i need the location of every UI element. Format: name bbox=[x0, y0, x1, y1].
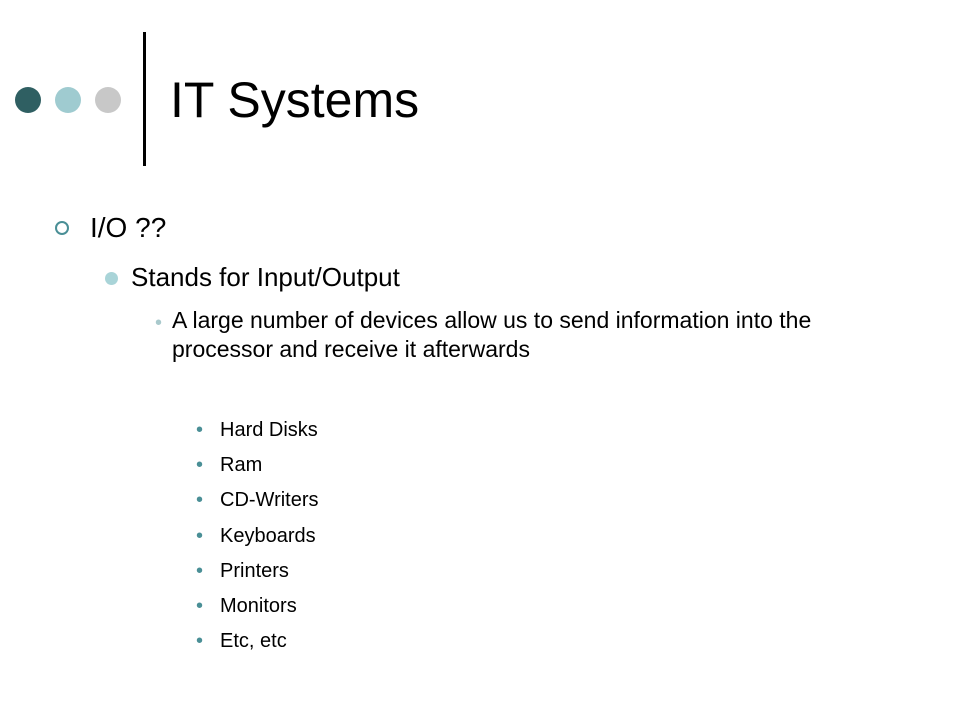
bullet-dot-icon: • bbox=[196, 559, 204, 582]
small-dot-bullet-icon: • bbox=[155, 312, 163, 334]
list-item-label: Etc, etc bbox=[220, 630, 287, 653]
bullet-dot-icon: • bbox=[196, 419, 204, 441]
bullet-dot-icon: • bbox=[196, 524, 204, 547]
bullet-dot-icon: • bbox=[196, 594, 204, 617]
list-item-label: Ram bbox=[220, 454, 263, 477]
bullet-dot-icon: • bbox=[196, 630, 204, 653]
bullet-level-1: I/O ?? bbox=[90, 212, 167, 243]
decorative-dot-grey bbox=[95, 87, 121, 113]
list-item-label: Hard Disks bbox=[220, 419, 318, 441]
bullet-dot-icon: • bbox=[196, 454, 204, 477]
slide-title: IT Systems bbox=[170, 72, 420, 128]
bullet-level-2: Stands for Input/Output bbox=[131, 262, 400, 292]
list-item-label: Monitors bbox=[220, 594, 297, 617]
list-item-label: CD-Writers bbox=[220, 489, 319, 512]
decorative-dot-light bbox=[55, 87, 81, 113]
bullet-level-3: A large number of devices allow us to se… bbox=[172, 307, 812, 362]
list-item-label: Keyboards bbox=[220, 524, 316, 547]
list-item-label: Printers bbox=[220, 559, 289, 582]
title-divider bbox=[143, 32, 146, 166]
filled-bullet-icon bbox=[105, 272, 118, 285]
decorative-dot-dark bbox=[15, 87, 41, 113]
bullet-dot-icon: • bbox=[196, 489, 204, 512]
ring-bullet-icon bbox=[55, 221, 69, 235]
